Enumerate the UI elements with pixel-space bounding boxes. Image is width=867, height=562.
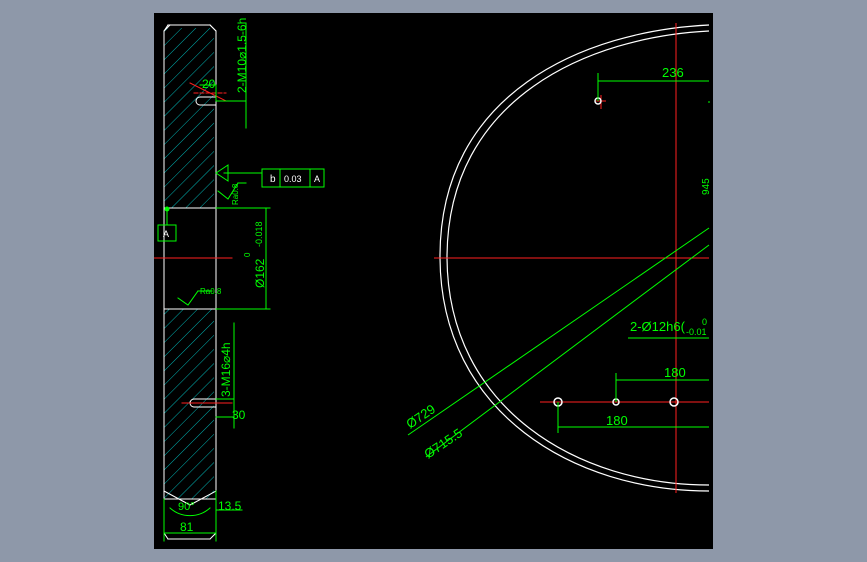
section-texts: 2-M10⌀1.5-6h 20 Ø162 0 -0.018 Ra0.8 Ra0.… [178,18,267,534]
overall-width: 81 [180,520,194,534]
pin-hole-right [669,397,679,407]
hatch-lower [164,309,214,499]
section-centerlines [153,82,233,404]
pin-callout: 2-Ø12h6( [630,319,686,334]
bore-tol-lower: -0.018 [254,221,264,247]
chamfer-size: 13.5 [218,499,242,513]
bore-tol-upper: 0 [243,252,252,257]
roughness-top: Ra0.8 [231,183,240,205]
top-threaded-hole [195,96,217,106]
datum-label: A [163,229,169,239]
top-hole-depth: 20 [202,77,216,91]
section-view: b 0.03 A A 2-M10⌀1.5-6h 20 Ø162 0 -0.018… [153,18,325,542]
spacing-upper: 180 [664,365,686,380]
plan-view: 236 945 2-Ø12h6( 0 -0.01 180 180 Ø729 Ø7… [403,23,712,493]
hatch-upper [164,28,214,208]
vertical-offset: 945 [701,178,712,195]
top-hole-callout: 2-M10⌀1.5-6h [235,18,249,93]
datum-box: A [157,224,177,242]
section-dim-lines [163,22,271,542]
drawing-svg: b 0.03 A A 2-M10⌀1.5-6h 20 Ø162 0 -0.018… [153,18,712,542]
pin-tol-upper: 0 [702,317,707,327]
roughness-bottom: Ra0.8 [200,287,222,296]
gdt-tolerance: 0.03 [284,174,302,184]
chamfer-angle: 90° [178,501,195,513]
drawing-canvas[interactable]: b 0.03 A A 2-M10⌀1.5-6h 20 Ø162 0 -0.018… [153,13,713,549]
hole-offset-top: 236 [662,65,684,80]
bottom-hole-callout: 3-M16⌀4h [219,342,233,397]
plan-holes [553,97,679,407]
plan-centerlines [434,23,709,493]
pin-tol-lower: -0.01 [686,327,707,337]
bore-diameter: Ø162 [253,258,267,288]
spacing-lower: 180 [606,413,628,428]
bottom-hole-depth: 30 [232,408,246,422]
gdt-frame: b 0.03 A [261,168,325,188]
section-outline [163,24,217,540]
gdt-datum: A [314,174,320,184]
diameter-outer: Ø715.5 [421,425,465,461]
gdt-symbol: b [270,174,276,185]
diameter-inner: Ø729 [403,401,438,431]
plan-dim-lines [407,73,710,458]
